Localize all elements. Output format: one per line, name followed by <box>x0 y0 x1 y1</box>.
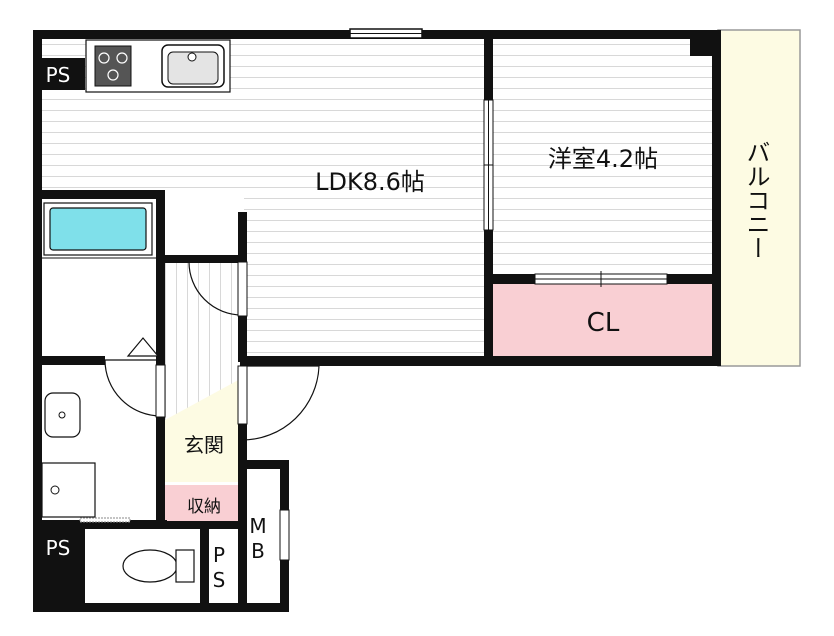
washing-machine-space <box>41 462 96 518</box>
entrance-area <box>165 378 242 482</box>
western-floor <box>492 38 712 274</box>
washing-drain-icon <box>50 485 60 495</box>
bathtub-icon <box>49 207 147 251</box>
towel-rail <box>79 517 131 523</box>
wall-mb-left <box>238 420 247 612</box>
mb-label-m: M <box>249 514 266 538</box>
wash-basin-icon <box>44 392 81 438</box>
wall-bath-right <box>156 190 165 262</box>
closet-label: CL <box>587 308 620 338</box>
kitchen-sink-drain <box>187 52 197 62</box>
wall-bottom-ldk <box>240 356 721 366</box>
wall-hall-left <box>156 262 165 362</box>
door-wash-swing <box>104 359 162 417</box>
step-marker <box>126 337 160 357</box>
wall-hall-top <box>156 255 246 263</box>
ps-label-p: P <box>213 543 225 567</box>
western-room-label: 洋室4.2帖 <box>548 145 658 173</box>
wall-ps-left <box>200 528 209 612</box>
closet-area <box>492 284 712 358</box>
wall-hall-bottom <box>156 356 165 526</box>
storage-area <box>165 485 242 523</box>
balcony-label: バルコニー <box>742 140 770 260</box>
ps-label-s: S <box>213 568 226 592</box>
burner-2-icon <box>116 52 128 64</box>
ldk-label: LDK8.6帖 <box>315 168 425 196</box>
kitchen-sink-basin <box>167 51 219 85</box>
wall-left-bottom <box>33 190 42 605</box>
wall-wash-bottom <box>33 520 167 529</box>
door-entry-leaf <box>237 365 248 425</box>
wall-left-top <box>33 30 42 190</box>
toilet-tank-icon <box>175 549 195 583</box>
ps-top-label: PS <box>46 63 71 87</box>
door-hall-leaf <box>237 261 248 317</box>
ps-block-top <box>33 58 85 90</box>
burner-1-icon <box>98 52 110 64</box>
ps-block-bottom <box>33 528 85 612</box>
wall-bath-bottom <box>33 356 105 365</box>
wall-bottom <box>33 603 286 612</box>
wall-storage-bottom <box>165 521 242 529</box>
entrance-label: 玄関 <box>184 433 224 457</box>
stove-icon <box>94 45 132 87</box>
mb-label-b: B <box>251 539 265 563</box>
toilet-bowl-icon <box>122 549 178 583</box>
corner-pillar <box>690 30 721 56</box>
burner-3-icon <box>107 69 119 81</box>
wall-right <box>712 30 721 366</box>
wall-mb-top <box>238 460 288 469</box>
door-entry-swing <box>241 365 320 441</box>
storage-label: 収納 <box>187 497 221 517</box>
wash-basin-drain <box>58 411 66 419</box>
mb-door-leaf <box>279 509 290 561</box>
door-wash-leaf <box>155 364 166 418</box>
ps-bottom-label: PS <box>46 536 71 560</box>
wall-bath-top <box>33 190 165 199</box>
